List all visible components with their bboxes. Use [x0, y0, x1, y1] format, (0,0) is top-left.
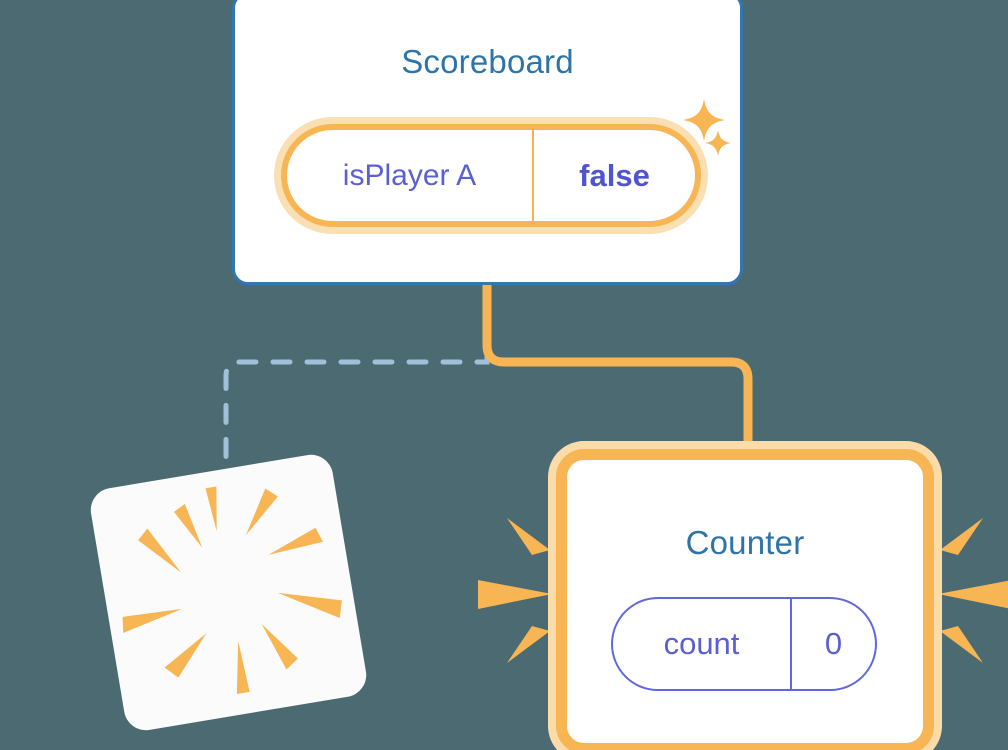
connector-dashed-to-blank-card: [223, 284, 490, 465]
burst-rays-counter-left: [478, 518, 552, 663]
burst-rays-blank-card: [122, 486, 342, 695]
counter-state-pill[interactable]: count 0: [611, 597, 877, 691]
scoreboard-state-pill[interactable]: isPlayer A false: [281, 124, 701, 227]
scoreboard-state-value: false: [579, 157, 650, 193]
scoreboard-state-key: isPlayer A: [287, 130, 534, 221]
burst-rays-counter-right: [938, 518, 1008, 663]
connector-solid-to-counter: [482, 283, 753, 462]
counter-title: Counter: [685, 524, 805, 561]
card-counter[interactable]: Counter count 0: [556, 449, 934, 750]
sparkle-large-icon: [683, 99, 725, 141]
counter-state-value: 0: [824, 626, 843, 661]
scoreboard-title: Scoreboard: [401, 43, 574, 80]
counter-state-key: count: [613, 599, 792, 689]
card-blank-highlighted[interactable]: [87, 451, 370, 734]
card-scoreboard[interactable]: Scoreboard isPlayer A false: [232, 0, 743, 285]
sparkle-small-icon: [705, 130, 731, 156]
